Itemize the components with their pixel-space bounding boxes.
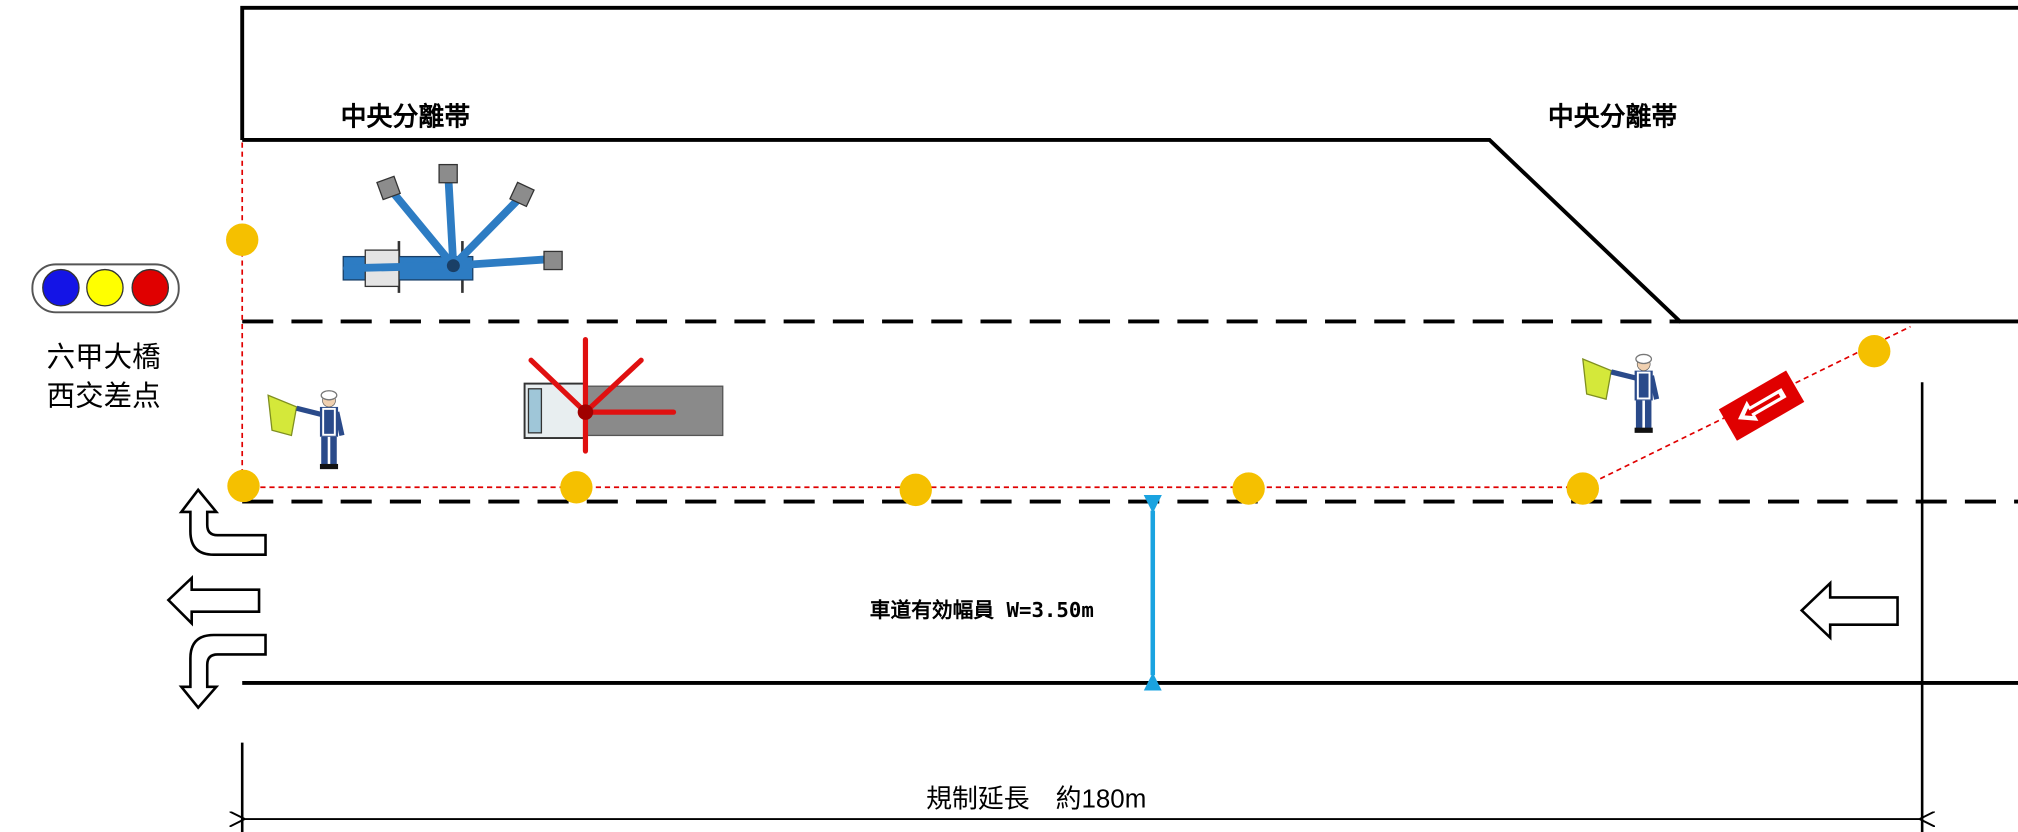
lane-arrow-turn-icon [178,633,267,710]
crane-truck-icon [523,336,724,454]
signal-lamp-yellow [86,268,124,307]
boom-arm [449,193,525,270]
safety-cones [226,223,1891,507]
flagman-icon [1582,353,1660,433]
safety-cone-icon [560,471,593,504]
lane-width-label: 車道有効幅員 W=3.50m [870,598,1094,622]
median-outline-bottom [242,138,2018,324]
flagman-body [319,406,339,437]
safety-cone-icon [1566,472,1599,505]
safety-cone-icon [899,473,932,507]
flagman-leg [1644,400,1652,429]
boom-arm [449,255,554,270]
work-bucket [543,250,563,271]
work-bucket [438,163,458,184]
boom-arms [343,169,554,273]
safety-cone-icon [1232,472,1265,505]
flagman-icon [267,390,345,470]
median-label-left: 中央分離帯 [341,103,471,132]
crane-turntable [577,404,594,420]
intersection-name-line2: 西交差点 [47,381,161,413]
flagman-leg [321,436,328,466]
safety-cone-icon [1858,335,1891,368]
flagman-vest [1636,371,1651,400]
regulation-length-label: 規制延長 約180m [926,784,1146,813]
flagman-body [1634,370,1653,401]
work-bucket [509,181,535,208]
lane-arrow-traffic-direction-icon [1799,580,1899,641]
median-outline-top [240,5,2018,140]
truck-windshield [527,388,543,434]
work-buckets [376,163,563,271]
crane-arm [528,357,589,415]
lane-arrow-straight-icon [166,574,261,627]
safety-cone-icon [226,223,259,256]
regulation-boundary-line [241,142,1911,489]
flagman-leg [1635,400,1643,429]
crane-arm [582,357,644,415]
signal-lamp-blue [42,268,80,307]
flagman-vest [322,407,336,436]
flagman-shoes [1634,427,1653,433]
safety-cone-icon [227,469,260,503]
arrow-board-sign-icon [1718,370,1805,441]
flagman-helmet [320,390,338,401]
sign-arrow-inner [1744,393,1781,417]
boom-arm [343,261,458,273]
aerial-work-vehicle-icon [342,163,563,293]
lane-arrow-uturn-icon [178,487,267,556]
work-bucket [376,175,402,201]
flagman-helmet [1635,353,1653,365]
median-label-right: 中央分離帯 [1548,103,1678,132]
traffic-signal-icon [31,263,180,314]
flagman-leg [330,436,337,466]
flagman-arm [1610,369,1638,381]
boom-arm [388,187,458,270]
flagman-shoes [319,463,339,470]
boom-turntable [446,259,460,273]
signal-lamp-red [131,268,170,307]
signal-flag [1582,357,1613,400]
flagman-arm [295,405,324,418]
boom-arm [444,169,458,270]
intersection-name-line1: 六甲大橋 [47,342,161,374]
signal-flag [267,394,298,437]
